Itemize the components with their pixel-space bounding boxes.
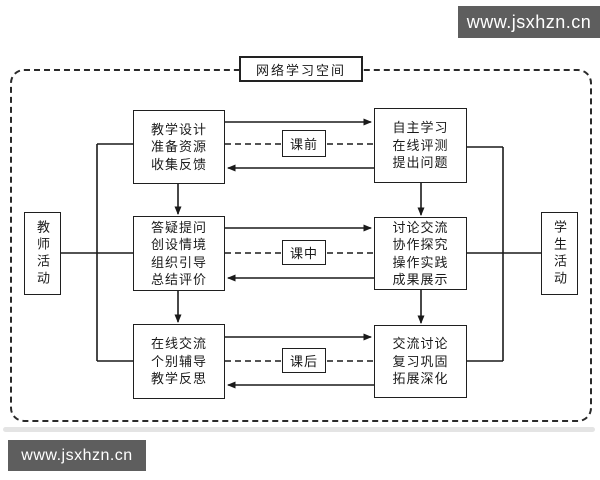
teacher-box-after-class: 在线交流 个别辅导 教学反思 <box>133 324 225 399</box>
student-box-in-class: 讨论交流 协作探究 操作实践 成果展示 <box>374 217 467 290</box>
phase-box-after-class: 课后 <box>282 348 326 373</box>
watermark-top: www.jsxhzn.cn <box>458 6 600 38</box>
phase-after-class-label: 课后 <box>289 354 318 369</box>
teacher-activities-label: 教师活动 <box>35 219 50 288</box>
phase-before-class-label: 课前 <box>289 137 318 152</box>
teacher-box-in-class: 答疑提问 创设情境 组织引导 总结评价 <box>133 216 225 291</box>
bottom-divider-strip <box>3 427 595 432</box>
diagram-title: 网络学习空间 <box>239 56 363 82</box>
phase-box-before-class: 课前 <box>282 130 326 157</box>
student-activities-box: 学生活动 <box>541 212 578 295</box>
watermark-bottom: www.jsxhzn.cn <box>8 440 146 471</box>
student-box-before-class: 自主学习 在线评测 提出问题 <box>374 108 467 183</box>
teacher-box-before-class: 教学设计 准备资源 收集反馈 <box>133 110 225 184</box>
student-box-before-class-text: 自主学习 在线评测 提出问题 <box>392 120 449 171</box>
teacher-box-before-class-text: 教学设计 准备资源 收集反馈 <box>150 121 207 172</box>
phase-box-in-class: 课中 <box>282 240 326 265</box>
student-box-after-class-text: 交流讨论 复习巩固 拓展深化 <box>392 336 449 387</box>
phase-in-class-label: 课中 <box>289 246 318 261</box>
teacher-box-after-class-text: 在线交流 个别辅导 教学反思 <box>150 336 207 387</box>
student-activities-label: 学生活动 <box>552 219 567 288</box>
teacher-activities-box: 教师活动 <box>24 212 61 295</box>
student-box-after-class: 交流讨论 复习巩固 拓展深化 <box>374 325 467 398</box>
teacher-box-in-class-text: 答疑提问 创设情境 组织引导 总结评价 <box>150 219 207 288</box>
student-box-in-class-text: 讨论交流 协作探究 操作实践 成果展示 <box>392 219 449 288</box>
